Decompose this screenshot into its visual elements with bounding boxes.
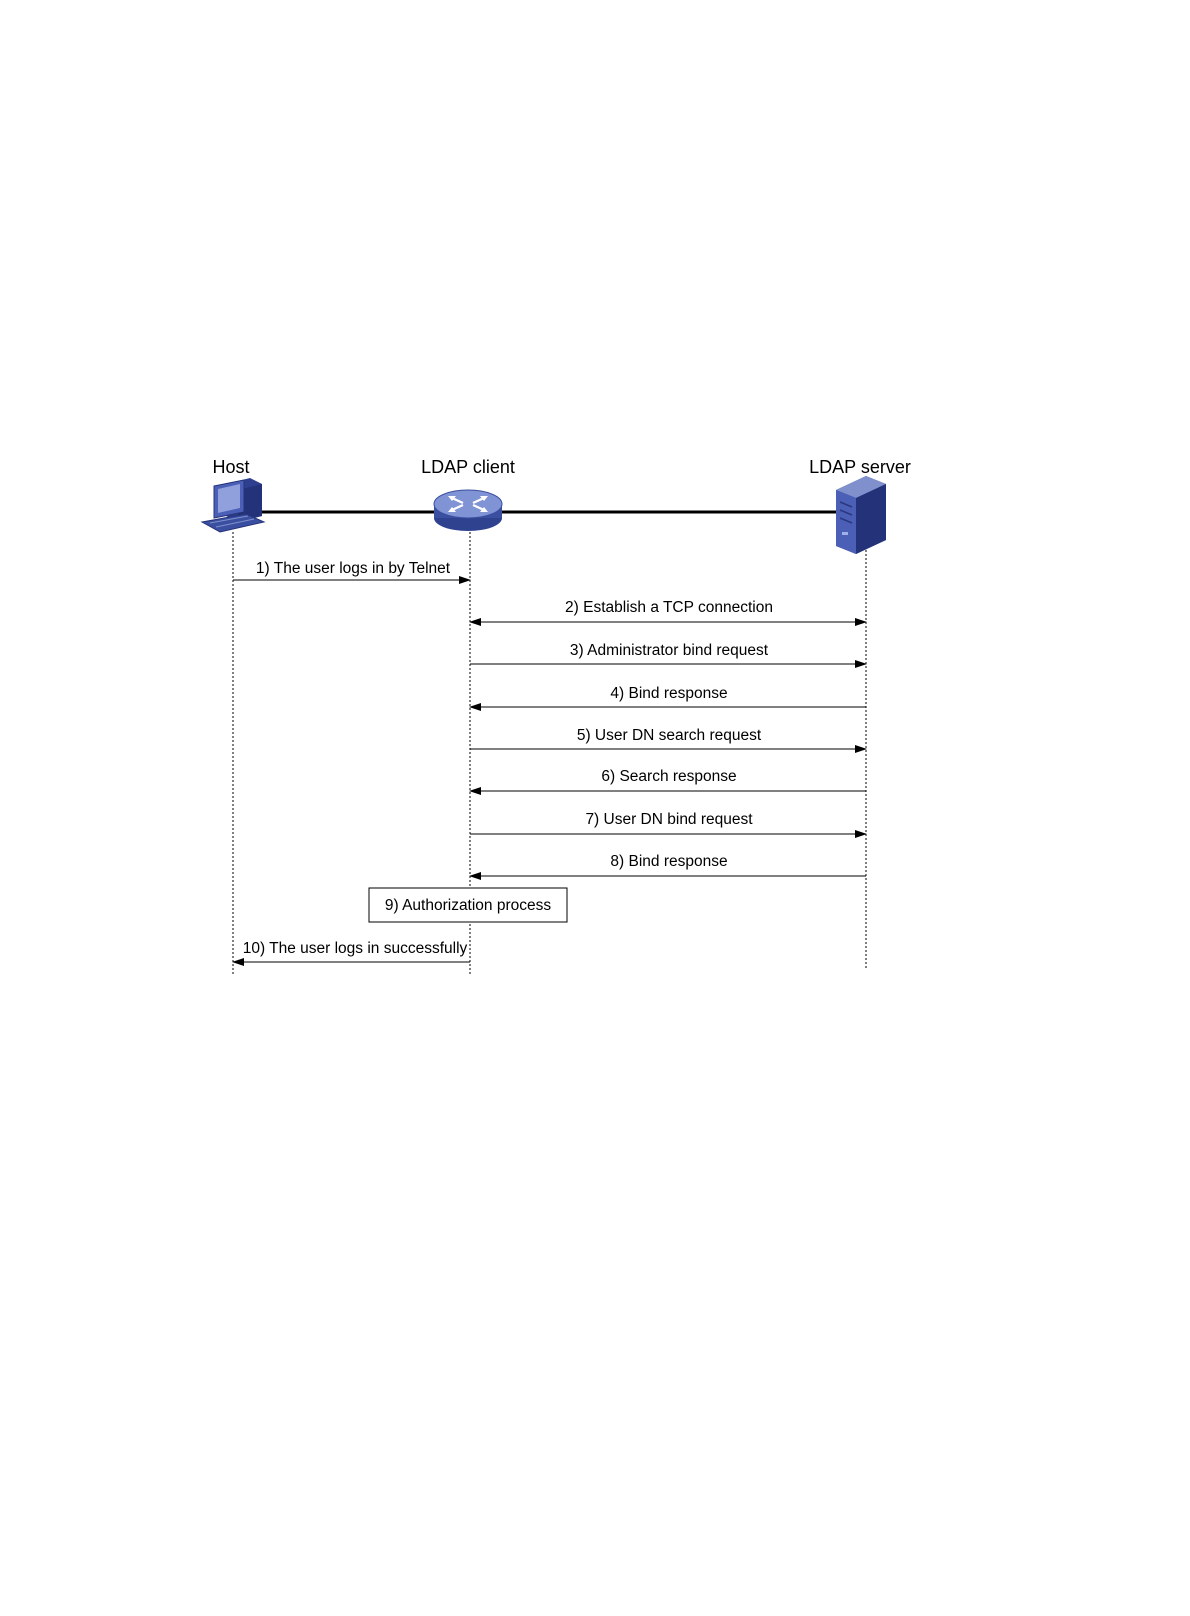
message-10-label: 10) The user logs in successfully xyxy=(243,940,468,957)
desktop-computer-icon xyxy=(202,478,264,532)
message-7-label: 7) User DN bind request xyxy=(585,811,753,828)
message-4-label: 4) Bind response xyxy=(610,685,727,702)
message-1-label: 1) The user logs in by Telnet xyxy=(256,560,451,577)
authorization-process-label: 9) Authorization process xyxy=(385,897,552,914)
participant-client-label: LDAP client xyxy=(421,457,515,477)
message-5-label: 5) User DN search request xyxy=(577,727,762,744)
participant-server-label: LDAP server xyxy=(809,457,911,477)
message-3-label: 3) Administrator bind request xyxy=(570,642,769,659)
message-8-label: 8) Bind response xyxy=(610,853,727,870)
participant-host-label: Host xyxy=(212,457,249,477)
message-2-label: 2) Establish a TCP connection xyxy=(565,599,773,616)
message-6-label: 6) Search response xyxy=(601,768,736,785)
server-tower-icon xyxy=(836,476,886,554)
router-icon xyxy=(434,490,502,531)
